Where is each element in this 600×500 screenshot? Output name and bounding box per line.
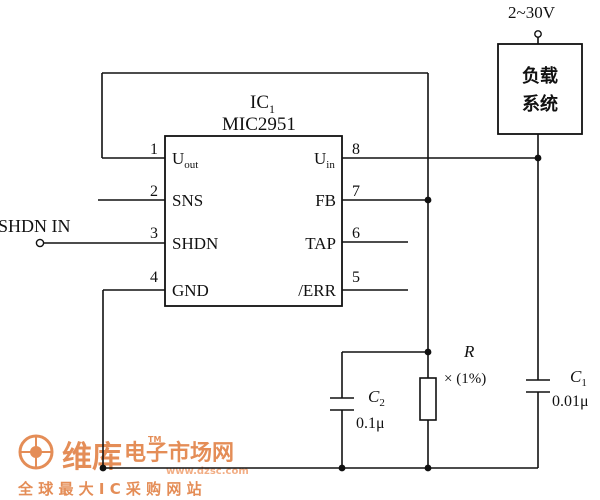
watermark-tagline: 电子市场网: [124, 440, 234, 466]
supply-terminal: [534, 30, 542, 44]
capacitor-c2: [330, 397, 354, 411]
ic-body: [164, 135, 343, 307]
ic-ref-label: IC1: [250, 92, 275, 116]
ic-part-label: MIC2951: [222, 114, 296, 135]
load-label-line2: 系统: [522, 93, 558, 115]
pin3-name: SHDN: [172, 234, 218, 253]
pin4-name: GND: [172, 281, 209, 300]
c1-value: 0.01μ: [552, 393, 589, 410]
pin6-name: TAP: [305, 234, 336, 253]
supply-voltage-label: 2~30V: [508, 3, 556, 22]
watermark-logo-icon: [18, 434, 54, 470]
pin7-number: 7: [352, 183, 360, 200]
watermark-slogan: 全 球 最 大 I C 采 购 网 站: [17, 480, 202, 498]
resistor-label: R: [463, 342, 475, 361]
watermark-url: www.dzsc.com: [166, 466, 249, 477]
shdn-input-terminal: [35, 238, 45, 248]
junction-dots: [99, 154, 542, 472]
c2-value: 0.1μ: [356, 415, 385, 432]
pin8-number: 8: [352, 141, 360, 158]
pin7-name: FB: [315, 191, 336, 210]
pin4-number: 4: [150, 269, 158, 286]
wires: [44, 72, 539, 469]
pin2-name: SNS: [172, 191, 203, 210]
pin5-name: /ERR: [298, 281, 336, 300]
shdn-input-label: SHDN IN: [0, 216, 71, 236]
load-system-box: [497, 43, 583, 135]
resistor-value: × (1%): [444, 371, 486, 387]
capacitor-c1: [526, 379, 550, 393]
c1-label: C1: [570, 367, 587, 389]
watermark-tm: TM: [148, 435, 161, 444]
pin1-name: Uout: [172, 149, 198, 171]
watermark: 维库 电子市场网 TM www.dzsc.com 全 球 最 大 I C 采 购…: [17, 434, 249, 498]
pin3-number: 3: [150, 225, 158, 242]
pin8-name: Uin: [314, 149, 335, 171]
resistor-r: [419, 377, 437, 421]
pin2-number: 2: [150, 183, 158, 200]
pin1-number: 1: [150, 141, 158, 158]
c2-label: C2: [368, 387, 385, 409]
load-label-line1: 负载: [522, 65, 558, 87]
pin5-number: 5: [352, 269, 360, 286]
pin6-number: 6: [352, 225, 360, 242]
watermark-brand: 维库: [62, 440, 122, 475]
